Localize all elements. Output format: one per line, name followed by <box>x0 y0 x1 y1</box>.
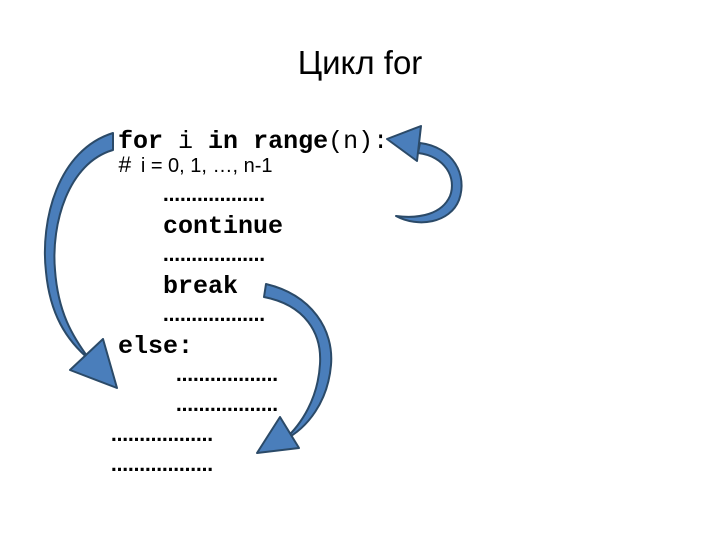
comment-text: i = 0, 1, …, n-1 <box>140 155 273 177</box>
placeholder-dots: ……………… <box>176 396 278 416</box>
placeholder-dots: ……………… <box>163 186 265 206</box>
placeholder-dots: ……………… <box>176 366 278 386</box>
code-keyword: in <box>208 127 239 156</box>
code-keyword: break <box>163 272 239 301</box>
code-keyword: for <box>118 127 164 156</box>
code-plain: i <box>163 127 209 156</box>
code-line-keyword: continue <box>163 214 538 239</box>
comment-hash: # <box>118 153 132 179</box>
placeholder-dots: ……………… <box>163 246 265 266</box>
code-plain: (n): <box>328 127 389 156</box>
code-keyword: range <box>253 127 329 156</box>
code-line-code: for i in range(n): <box>118 129 538 154</box>
page-title: Цикл for <box>297 44 423 81</box>
code-keyword: continue <box>163 212 284 241</box>
code-keyword: else: <box>118 332 194 361</box>
code-plain <box>238 127 253 156</box>
code-block: for i in range(n):#i = 0, 1, …, n-1……………… <box>111 129 538 479</box>
code-line-comment: # i = 0, 1, …, n-1 <box>118 154 538 179</box>
placeholder-dots: ……………… <box>111 426 213 446</box>
placeholder-dots: ……………… <box>111 456 213 476</box>
loop-back-arrow-icon <box>43 132 118 389</box>
code-line-keyword: else: <box>118 334 538 359</box>
placeholder-dots: ……………… <box>163 306 265 326</box>
code-line-keyword: break <box>163 274 538 299</box>
